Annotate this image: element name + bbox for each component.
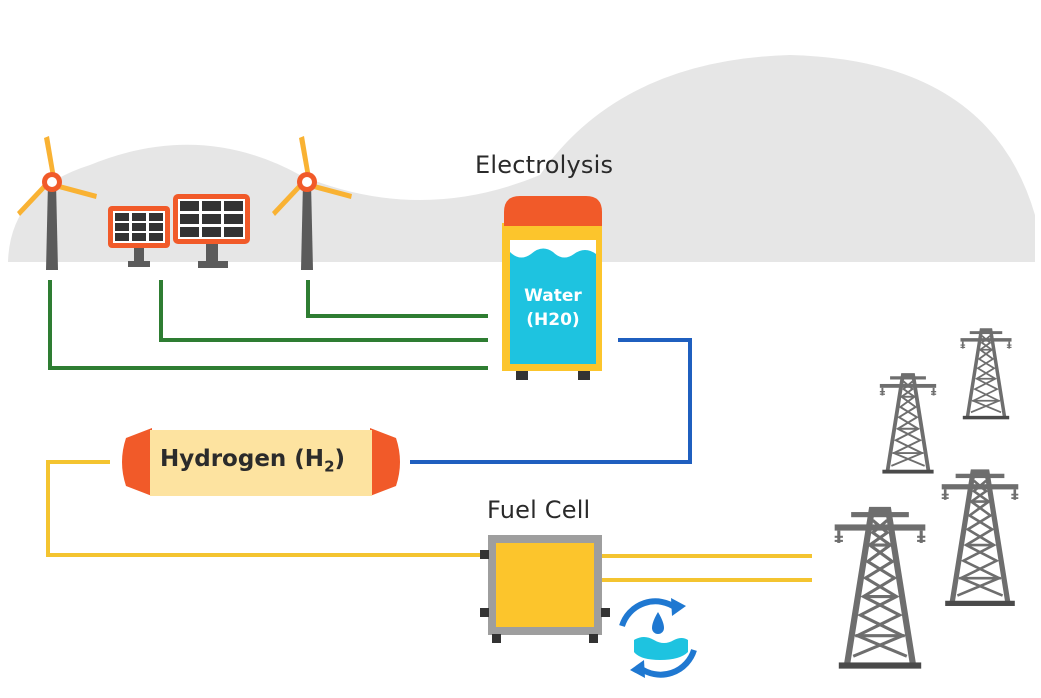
hydrogen-label: Hydrogen (H2) [160,446,345,476]
electrolysis-label: Electrolysis [475,151,614,179]
transmission-tower-icon [942,472,1019,606]
hydrogen-label-close: ) [334,446,346,472]
hydrogen-label-subscript: 2 [324,457,335,476]
hydrogen-tank-icon [122,428,400,496]
water-tank-icon [502,196,602,380]
transmission-tower-icon [835,510,926,669]
transmission-tower-icon [877,373,939,476]
water-recycle-icon [619,598,697,678]
water-label: Water (H20) [508,284,598,332]
fuel-cell-label: Fuel Cell [487,496,591,524]
wire-hydrogen-to-fuelcell [46,460,480,557]
hydrogen-label-main: Hydrogen (H [160,446,325,472]
water-label-line2: (H20) [526,310,580,330]
wire-electrolysis-to-hydrogen [410,338,692,464]
wire-solar-left [159,280,488,342]
wire-turbine-right [306,280,488,318]
fuel-cell-icon [480,535,610,643]
water-label-line1: Water [524,286,582,306]
solar-panel-icon [108,206,170,267]
transmission-tower-icon [958,328,1014,422]
background-cloud [8,55,1035,262]
solar-panel-icon [173,194,250,268]
wire-turbine-left [48,280,488,370]
